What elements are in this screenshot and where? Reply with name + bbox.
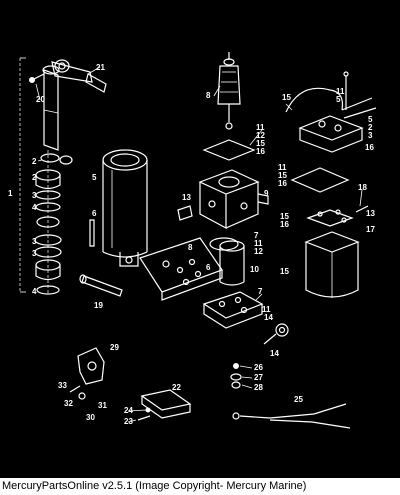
spacer-block [140,389,192,419]
callout-label: 16 [280,220,289,229]
callout-label: 30 [86,413,95,422]
callout-label: 16 [278,179,287,188]
callout-label: 3 [32,237,37,246]
fitting [177,205,193,221]
callout-label: 16 [256,147,265,156]
callout-label: 8 [206,91,211,100]
callout-label: 33 [58,381,67,390]
exploded-parts-diagram: 1 2 3 4 2 3 3 4 5 6 6 7 7 8 9 10 11 12 1… [8,52,377,429]
callout-label: 15 [280,267,289,276]
callout-label: 27 [254,373,263,382]
small-screws [137,363,242,421]
callout-label: 18 [358,183,367,192]
callout-label: 17 [366,225,375,234]
callout-label: 13 [182,193,191,202]
valve-assembly [69,347,105,400]
callout-label: 15 [280,212,289,221]
callout-label: 10 [250,265,259,274]
manifold-block [139,237,223,301]
callout-label: 29 [110,343,119,352]
pump-housing [198,169,269,230]
callout-label: 24 [124,406,133,415]
callout-label: 14 [264,313,273,322]
callout-label: 2 [32,173,37,182]
copyright-footer: MercuryPartsOnline v2.5.1 (Image Copyrig… [0,478,400,495]
callout-label: 2 [32,157,37,166]
callout-label: 12 [254,247,263,256]
callout-label: 6 [206,263,211,272]
reservoir [219,240,245,286]
callout-label: 1 [8,189,13,198]
cylinder-assembly-bracket [19,57,26,293]
callout-label: 32 [64,399,73,408]
leader-lines [35,66,363,423]
callout-label: 20 [36,95,45,104]
callout-label: 31 [98,401,107,410]
brush-plate [306,205,369,227]
seal-stack [34,150,73,295]
base-plate [202,291,264,329]
motor-housing [304,231,360,298]
motor-armature [217,52,241,130]
callout-label: 8 [188,243,193,252]
callout-label: 15 [278,171,287,180]
callout-label: 21 [96,63,105,72]
callout-label: 5 [368,115,373,124]
callout-label: 15 [282,93,291,102]
callout-label: 22 [172,383,181,392]
callout-label: 9 [264,189,269,198]
callout-label: 7 [254,231,259,240]
callout-label: 11 [254,239,263,248]
callout-label: 3 [368,131,373,140]
callout-label: 26 [254,363,263,372]
callout-label: 11 [262,305,271,314]
callout-label: 14 [270,349,279,358]
callout-label: 13 [366,209,375,218]
callout-label: 28 [254,383,263,392]
callout-label: 5 [336,95,341,104]
wire-harness [232,403,351,429]
callout-label: 11 [256,123,265,132]
callout-labels: 1 2 3 4 2 3 3 4 5 6 6 7 7 8 9 10 11 12 1… [8,63,375,426]
screw-part [29,73,45,83]
hydraulic-cylinder [102,149,148,267]
callout-label: 11 [278,163,287,172]
tilt-rod [42,59,107,151]
hose-fitting [263,323,289,345]
callout-label: 25 [294,395,303,404]
callout-label: 4 [32,203,37,212]
pins [79,219,123,297]
callout-label: 3 [32,191,37,200]
callout-label: 12 [256,131,265,140]
callout-label: 2 [368,123,373,132]
callout-label: 15 [256,139,265,148]
callout-label: 16 [365,143,374,152]
callout-label: 5 [92,173,97,182]
callout-label: 11 [336,87,345,96]
callout-label: 6 [92,209,97,218]
callout-label: 4 [32,287,37,296]
callout-label: 7 [258,287,263,296]
motor-end-cap [285,71,377,153]
callout-label: 3 [32,249,37,258]
callout-label: 19 [94,301,103,310]
